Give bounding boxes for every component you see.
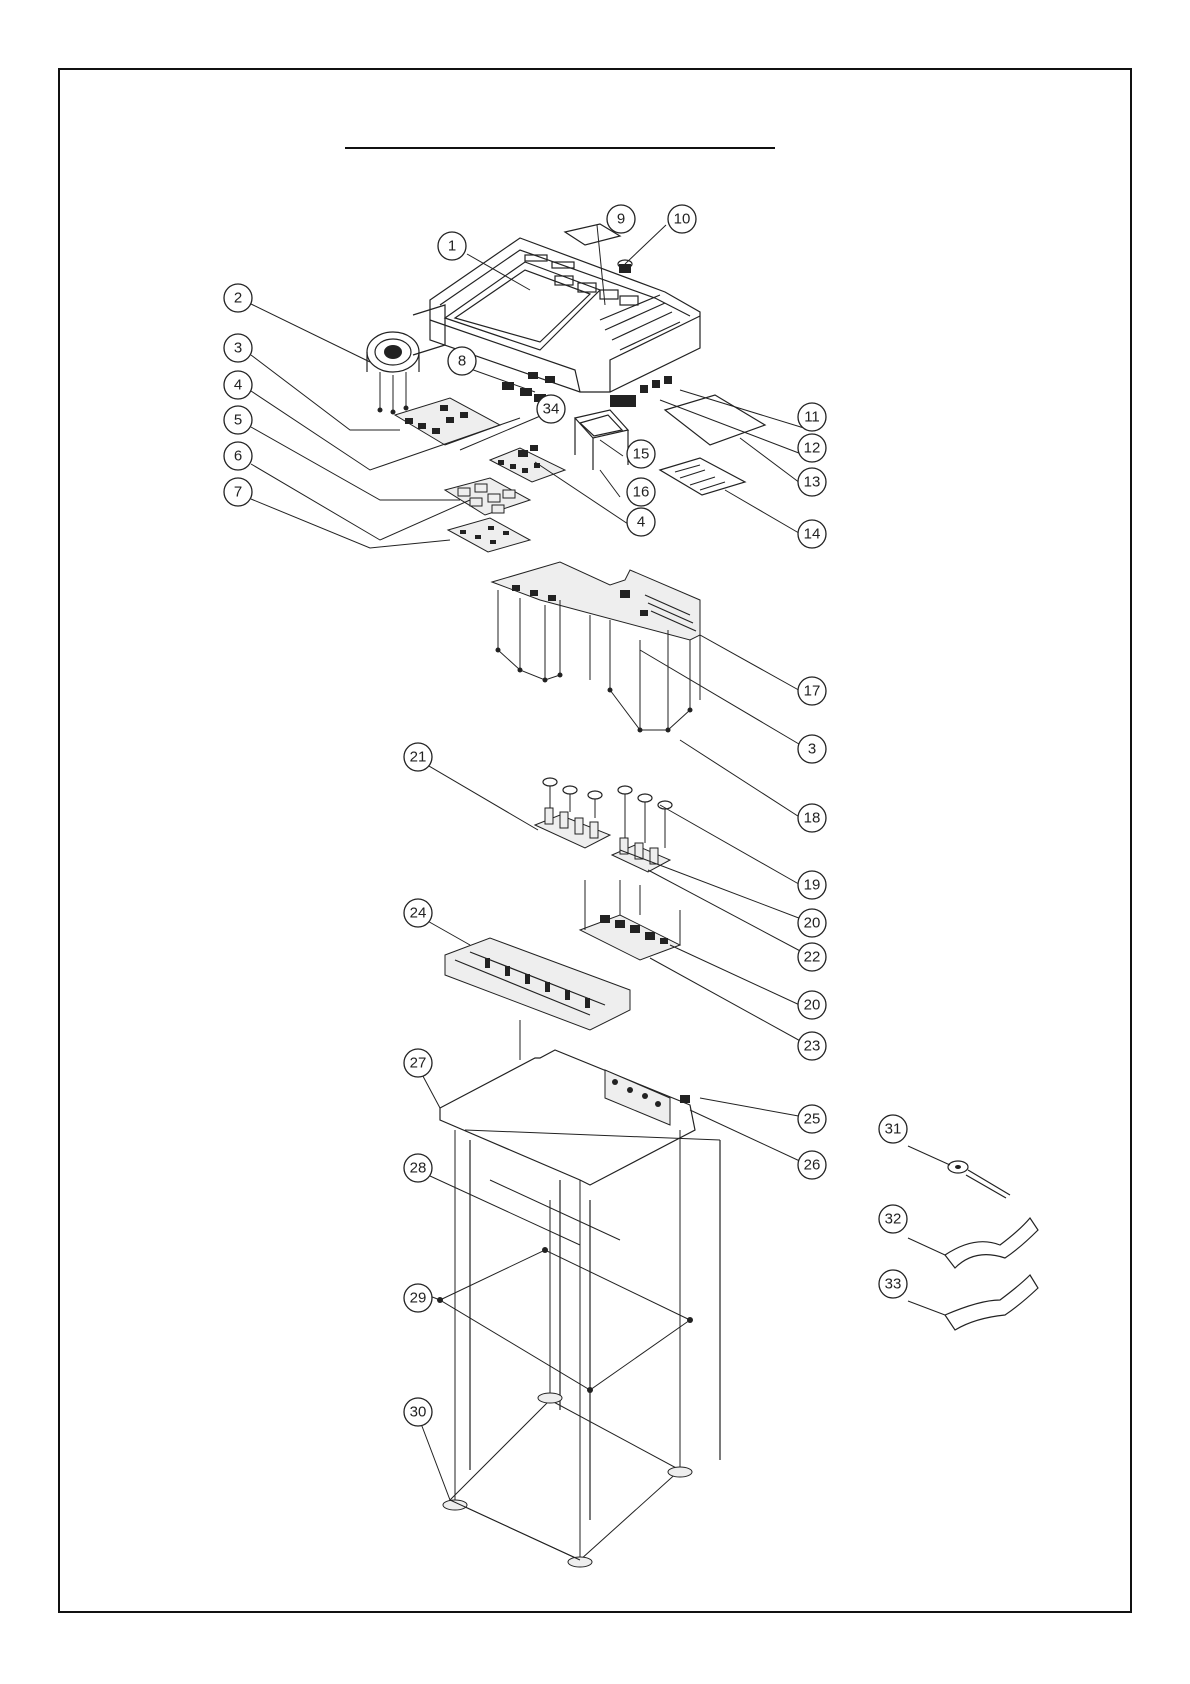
callout-21: 21 [404,743,432,771]
svg-text:6: 6 [234,448,242,465]
callout-12: 12 [798,434,826,462]
main-pcb-part [492,562,700,733]
svg-text:23: 23 [804,1038,821,1055]
callout-16: 16 [627,478,655,506]
flat-cable-part [945,1218,1038,1268]
callout-15: 15 [627,440,655,468]
callout-26: 26 [798,1151,826,1179]
callout-6: 6 [224,442,252,470]
callout-32: 32 [879,1205,907,1233]
svg-text:13: 13 [804,474,821,491]
svg-text:29: 29 [410,1290,427,1307]
svg-text:22: 22 [804,949,821,966]
callout-4b: 4 [627,508,655,536]
jack-board-right [612,786,672,872]
svg-text:24: 24 [410,905,427,922]
svg-text:1: 1 [448,238,456,255]
callout-25: 25 [798,1105,826,1133]
switch-board-left [395,398,500,445]
svg-text:20: 20 [804,915,821,932]
svg-text:28: 28 [410,1160,427,1177]
svg-text:19: 19 [804,877,821,894]
callout-18: 18 [798,804,826,832]
callout-3: 3 [224,334,252,362]
svg-text:4: 4 [234,377,242,394]
svg-text:3: 3 [808,741,816,758]
flat-cable-part-2 [945,1275,1038,1330]
callout-19: 19 [798,871,826,899]
callout-11: 11 [798,403,826,431]
svg-text:30: 30 [410,1404,427,1421]
svg-text:21: 21 [410,749,427,766]
callout-10: 10 [668,205,696,233]
chassis-part [437,1050,720,1567]
fader-pcb-slots [675,465,725,490]
callout-20: 20 [798,909,826,937]
jack-board-left [535,778,610,848]
callout-4: 4 [224,371,252,399]
svg-text:4: 4 [637,514,645,531]
svg-text:31: 31 [885,1121,902,1138]
svg-text:2: 2 [234,290,242,307]
callout-8: 8 [448,347,476,375]
svg-text:10: 10 [674,211,691,228]
button-pad-part [445,478,530,515]
switch-25-part [680,1095,690,1103]
callout-23: 23 [798,1032,826,1060]
keyboard-part [445,938,630,1060]
callout-1: 1 [438,232,466,260]
svg-text:7: 7 [234,484,242,501]
svg-text:20: 20 [804,997,821,1014]
callout-7: 7 [224,478,252,506]
callout-34: 34 [537,395,565,423]
svg-text:16: 16 [633,484,650,501]
svg-text:32: 32 [885,1211,902,1228]
audio-pcb-part [580,880,680,960]
svg-text:9: 9 [617,211,625,228]
svg-text:14: 14 [804,526,821,543]
callout-24: 24 [404,899,432,927]
svg-text:15: 15 [633,446,650,463]
svg-text:11: 11 [804,409,820,426]
svg-text:8: 8 [458,353,466,370]
svg-text:33: 33 [885,1276,902,1293]
svg-text:27: 27 [410,1055,427,1072]
svg-text:26: 26 [804,1157,821,1174]
svg-text:18: 18 [804,810,821,827]
callout-20b: 20 [798,991,826,1019]
callout-14: 14 [798,520,826,548]
knob-part [618,260,632,273]
svg-text:25: 25 [804,1111,821,1128]
svg-text:12: 12 [804,440,821,457]
callout-29: 29 [404,1284,432,1312]
callout-30: 30 [404,1398,432,1426]
callout-13: 13 [798,468,826,496]
display-module-part [575,410,628,470]
shield-plate-part [665,395,765,445]
switch-pcb-part [448,518,530,552]
callout-28: 28 [404,1154,432,1182]
callout-17: 17 [798,677,826,705]
callout-2: 2 [224,284,252,312]
callout-33: 33 [879,1270,907,1298]
callout-5: 5 [224,406,252,434]
callout-22: 22 [798,943,826,971]
washer-part [948,1161,1010,1198]
svg-text:34: 34 [543,401,560,418]
svg-text:5: 5 [234,412,242,429]
callout-3b: 3 [798,735,826,763]
leader-lines [251,225,950,1560]
svg-text:3: 3 [234,340,242,357]
callout-9: 9 [607,205,635,233]
svg-text:17: 17 [804,683,821,700]
callout-27: 27 [404,1049,432,1077]
encoder-part [610,376,672,407]
callout-31: 31 [879,1115,907,1143]
